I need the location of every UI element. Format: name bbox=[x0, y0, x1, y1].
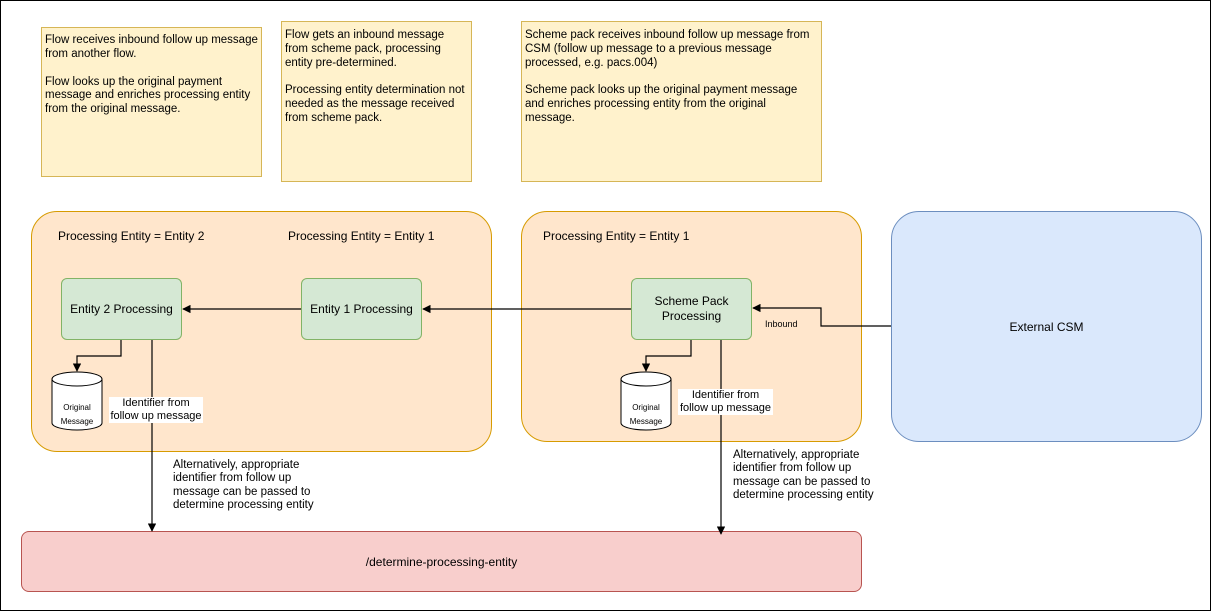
external-csm-label: External CSM bbox=[1009, 319, 1084, 334]
edge-csm-to-scheme-pack bbox=[752, 303, 891, 327]
alternatively-note-right: Alternatively, appropriate identifier fr… bbox=[733, 449, 874, 502]
identifier-edge-label-left: Identifier from follow up message bbox=[109, 397, 203, 423]
original-message-db-label: Original Message bbox=[60, 403, 94, 426]
scheme-pack-processing-label: Scheme Pack Processing bbox=[654, 294, 729, 323]
entity-1-processing-label: Entity 1 Processing bbox=[310, 301, 413, 316]
zone-label-scheme-pack-entity-1: Processing Entity = Entity 1 bbox=[543, 229, 690, 243]
note-text: Flow looks up the original payment messa… bbox=[45, 75, 251, 116]
note-text: Processing entity determination not need… bbox=[285, 84, 465, 124]
note-text: Flow gets an inbound message from scheme… bbox=[285, 29, 445, 69]
identifier-edge-label-right: Identifier from follow up message bbox=[678, 389, 773, 415]
original-message-db-right: Original Message bbox=[620, 371, 672, 431]
note-scheme-pack-inbound-from-csm: Scheme pack receives inbound follow up m… bbox=[521, 21, 822, 182]
inbound-edge-label: Inbound bbox=[765, 319, 798, 329]
determine-processing-entity-node: /determine-processing-entity bbox=[21, 531, 862, 592]
external-csm-node: External CSM bbox=[891, 211, 1202, 442]
alternatively-note-left: Alternatively, appropriate identifier fr… bbox=[173, 459, 314, 512]
scheme-pack-processing-node: Scheme Pack Processing bbox=[631, 278, 752, 340]
note-text: Scheme pack receives inbound follow up m… bbox=[525, 29, 810, 69]
entity-1-processing-node: Entity 1 Processing bbox=[301, 278, 422, 340]
determine-processing-entity-label: /determine-processing-entity bbox=[365, 554, 518, 569]
original-message-db-label: Original Message bbox=[629, 403, 663, 426]
note-text: Flow receives inbound follow up message … bbox=[45, 34, 258, 60]
zone-label-entity-2: Processing Entity = Entity 2 bbox=[58, 229, 205, 243]
database-icon bbox=[620, 371, 672, 431]
edge-scheme-pack-to-db bbox=[641, 340, 692, 372]
original-message-db-left: Original Message bbox=[51, 371, 103, 431]
note-flow-inbound-from-flow: Flow receives inbound follow up message … bbox=[41, 27, 262, 177]
note-text: Scheme pack looks up the original paymen… bbox=[525, 84, 798, 124]
entity-2-processing-node: Entity 2 Processing bbox=[61, 278, 182, 340]
zone-label-entity-1: Processing Entity = Entity 1 bbox=[288, 229, 435, 243]
note-flow-inbound-from-scheme-pack: Flow gets an inbound message from scheme… bbox=[281, 21, 472, 182]
edge-entity-2-to-db bbox=[72, 340, 122, 372]
database-icon bbox=[51, 371, 103, 431]
entity-2-processing-label: Entity 2 Processing bbox=[70, 301, 173, 316]
